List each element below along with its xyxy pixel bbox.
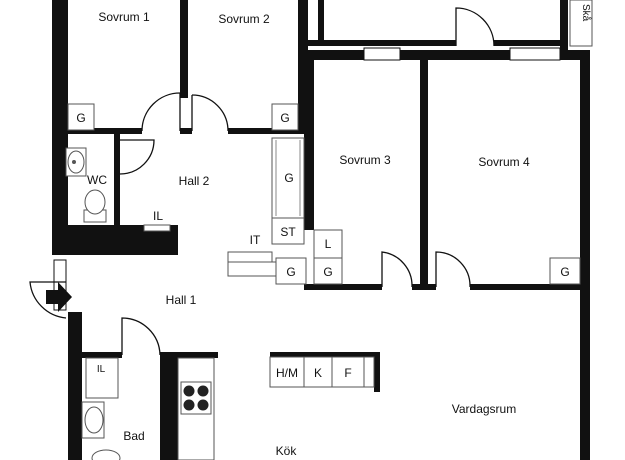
room-sovrum-4: Sovrum 4 bbox=[478, 155, 530, 169]
appliance-label-k: K bbox=[314, 366, 322, 380]
appliance-label-hm: H/M bbox=[276, 366, 298, 380]
fixture-boxes bbox=[67, 0, 593, 460]
appliance-label-f: F bbox=[344, 366, 351, 380]
room-bad: Bad bbox=[123, 429, 144, 443]
closet-label-hall-1: G bbox=[286, 265, 295, 279]
wardrobe-lines bbox=[275, 140, 301, 216]
room-sovrum-2: Sovrum 2 bbox=[218, 12, 270, 26]
room-sovrum-3: Sovrum 3 bbox=[339, 153, 391, 167]
closet-label-sovrum-3: G bbox=[323, 265, 332, 279]
linen-label-l: L bbox=[325, 237, 332, 251]
room-sovrum-1: Sovrum 1 bbox=[98, 10, 150, 24]
il-label-bad: IL bbox=[97, 364, 106, 375]
storage-label-st: ST bbox=[280, 225, 296, 239]
closet-label-sovrum-1: G bbox=[76, 111, 85, 125]
wc-sink-icon bbox=[65, 147, 87, 177]
closet-label-sovrum-2: G bbox=[280, 111, 289, 125]
stove-icon bbox=[180, 381, 212, 415]
il-label-hall-2: IL bbox=[153, 209, 163, 223]
room-hall-1: Hall 1 bbox=[166, 293, 197, 307]
bad-sink-icon bbox=[81, 401, 105, 439]
room-wc: WC bbox=[87, 173, 107, 187]
closet-label-hall-2: G bbox=[284, 171, 293, 185]
entrance-arrow-icon bbox=[46, 282, 72, 312]
bad-toilet-icon bbox=[91, 449, 121, 460]
wc-toilet-icon bbox=[83, 189, 107, 223]
room-kok: Kök bbox=[276, 444, 298, 458]
room-hall-2: Hall 2 bbox=[179, 174, 210, 188]
closet-label-sovrum-4: G bbox=[560, 265, 569, 279]
it-label: IT bbox=[250, 233, 261, 247]
doors bbox=[29, 7, 495, 356]
room-vardagsrum: Vardagsrum bbox=[452, 402, 516, 416]
room-ska: Skå bbox=[580, 4, 592, 22]
